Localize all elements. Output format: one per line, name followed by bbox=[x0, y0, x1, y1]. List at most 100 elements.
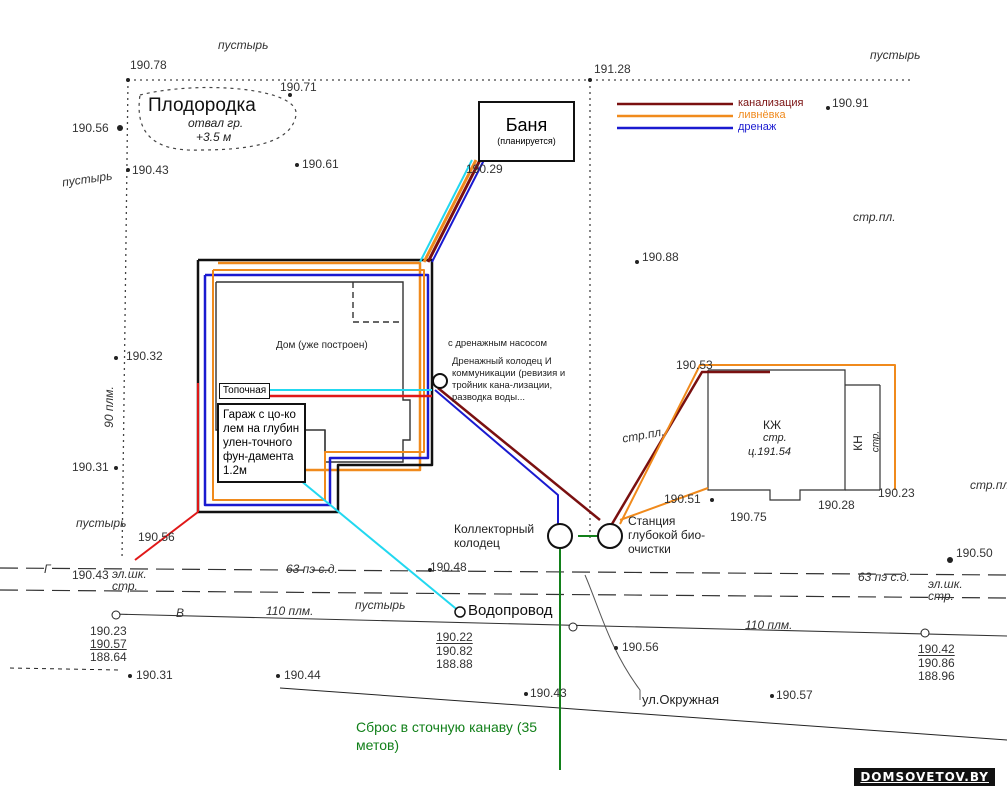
bio-station-label: Станция глубокой био-очистки bbox=[628, 514, 706, 556]
wasteland-label-1: пустырь bbox=[218, 38, 269, 52]
elevation-mark: 190.75 bbox=[730, 510, 767, 524]
gas-line bbox=[0, 567, 1007, 599]
storm-to-banya bbox=[422, 159, 478, 263]
collector-well-label: Коллекторный колодец bbox=[454, 522, 535, 550]
elevation-mark: 190.53 bbox=[676, 358, 713, 372]
elevation-mark: 190.61 bbox=[302, 157, 339, 171]
elevation-mark: 190.57 bbox=[90, 637, 127, 651]
legend-storm: ливнёвка bbox=[738, 109, 786, 121]
elevation-mark: 188.96 bbox=[918, 669, 955, 683]
elevation-mark: 190.91 bbox=[832, 96, 869, 110]
elevation-mark: 190.88 bbox=[642, 250, 679, 264]
str-pl-label-1: стр.пл. bbox=[853, 210, 896, 224]
elevation-mark: 190.56 bbox=[622, 640, 659, 654]
wasteland-label-2: пустырь bbox=[870, 48, 921, 62]
elevation-mark: 190.71 bbox=[280, 80, 317, 94]
elevation-mark: 190.42 bbox=[918, 642, 955, 656]
power-cabinet-right: эл.шк. стр. bbox=[928, 577, 963, 603]
discharge-label: Сброс в сточную канаву (35 метов) bbox=[356, 719, 538, 753]
drain-to-collector bbox=[434, 389, 559, 530]
fertile-soil-sub2: +3.5 м bbox=[196, 130, 232, 144]
water-to-main bbox=[299, 479, 461, 613]
water-hydrants bbox=[111, 610, 930, 638]
kzh-building bbox=[707, 369, 881, 501]
fertile-soil-title: Плодородка bbox=[148, 95, 256, 116]
storm-from-kzh bbox=[619, 487, 709, 521]
legend-sewer: канализация bbox=[738, 97, 804, 109]
elevation-mark: 191.28 bbox=[594, 62, 631, 76]
elevation-mark: 190.51 bbox=[664, 492, 701, 506]
storm-line-house bbox=[218, 261, 422, 472]
drain-line-perimeter bbox=[203, 273, 430, 507]
boiler-room-box: Топочная bbox=[219, 383, 270, 399]
kn-str-label: стр. bbox=[870, 430, 882, 453]
str-pl-label-3: стр.пл. bbox=[970, 478, 1007, 492]
water-to-banya bbox=[419, 159, 473, 263]
drain-to-banya bbox=[431, 159, 485, 263]
elevation-mark: 190.78 bbox=[130, 58, 167, 72]
storm-to-kzh bbox=[619, 364, 896, 525]
banya-title: Баня bbox=[505, 115, 548, 135]
legend-drain: дренаж bbox=[738, 121, 777, 133]
garage-label: Гараж с цо-колем на глубинулен-точного ф… bbox=[223, 409, 300, 477]
kzh-level-label: ц.191.54 bbox=[748, 446, 791, 458]
gas-63-label-a: 63 пэ с.д. bbox=[286, 562, 338, 576]
elevation-mark: 190.31 bbox=[72, 460, 109, 474]
elevation-mark: 190.22 bbox=[436, 630, 473, 644]
banya-box: Баня (планируется) bbox=[478, 101, 575, 162]
elevation-mark: 190.28 bbox=[818, 498, 855, 512]
elevation-mark: 190.56 bbox=[138, 530, 175, 544]
elevation-mark: 190.86 bbox=[918, 656, 955, 670]
wasteland-label-5: пустырь bbox=[355, 598, 406, 612]
pipe-110-label-b: 110 плм. bbox=[745, 618, 793, 632]
road-edges bbox=[9, 667, 1007, 741]
gas-g-label: Г bbox=[44, 562, 51, 576]
collector-well-icon bbox=[547, 523, 573, 549]
legend-swatches bbox=[617, 102, 733, 130]
elevation-mark: 190.32 bbox=[126, 349, 163, 363]
kzh-label: КЖ bbox=[763, 418, 782, 432]
street-curve bbox=[584, 574, 641, 700]
plot-boundaries bbox=[121, 79, 910, 561]
water-connection-icon bbox=[454, 606, 466, 618]
elevation-mark: 190.29 bbox=[466, 162, 503, 176]
elevation-mark: 190.56 bbox=[72, 121, 109, 135]
elevation-mark: 190.23 bbox=[90, 624, 127, 638]
fertile-soil-sub1: отвал гр. bbox=[188, 116, 244, 130]
elevation-mark: 190.43 bbox=[132, 163, 169, 177]
street-label: ул.Окружная bbox=[642, 692, 720, 707]
elevation-mark: 190.43 bbox=[530, 686, 567, 700]
elevation-mark: 188.64 bbox=[90, 650, 127, 664]
drain-well-note: Дренажный колодец И коммуникации (ревизи… bbox=[452, 356, 566, 403]
wasteland-label-4: пустырь bbox=[76, 516, 127, 530]
pump-note: с дренажным насосом bbox=[448, 338, 547, 349]
elevation-mark: 190.44 bbox=[284, 668, 321, 682]
sewer-to-kzh bbox=[610, 370, 770, 525]
power-line bbox=[134, 511, 199, 561]
house-label: Дом (уже построен) bbox=[276, 340, 368, 351]
elevation-mark: 188.88 bbox=[436, 657, 473, 671]
elevation-mark: 190.50 bbox=[956, 546, 993, 560]
banya-subtitle: (планируется) bbox=[497, 136, 556, 146]
water-v-label: В bbox=[176, 606, 185, 620]
elevation-mark: 190.31 bbox=[136, 668, 173, 682]
elevation-mark: 190.43 bbox=[72, 568, 109, 582]
power-cabinet-left: эл.шк. стр. bbox=[112, 567, 147, 593]
elevation-mark: 190.48 bbox=[430, 560, 467, 574]
storm-line-inner bbox=[212, 269, 425, 501]
kn-label: КН bbox=[850, 435, 865, 451]
sewer-to-station bbox=[437, 387, 601, 521]
water-supply-label: Водопровод bbox=[468, 602, 553, 619]
kzh-str-label: стр. bbox=[763, 432, 787, 444]
boiler-room-label: Топочная bbox=[222, 385, 267, 396]
pipe-90-label: 90 плм. bbox=[101, 386, 116, 428]
drain-well-icon bbox=[432, 373, 448, 389]
elevation-mark: 190.23 bbox=[878, 486, 915, 500]
gas-63-label-b: 63 пэ с.д. bbox=[858, 570, 910, 584]
bio-station-icon bbox=[597, 523, 623, 549]
elevation-mark: 190.57 bbox=[776, 688, 813, 702]
pipe-110-label-a: 110 плм. bbox=[266, 604, 314, 618]
elevation-mark: 190.82 bbox=[436, 644, 473, 658]
watermark-logo[interactable]: DOMSOVETOV.BY bbox=[854, 768, 995, 786]
